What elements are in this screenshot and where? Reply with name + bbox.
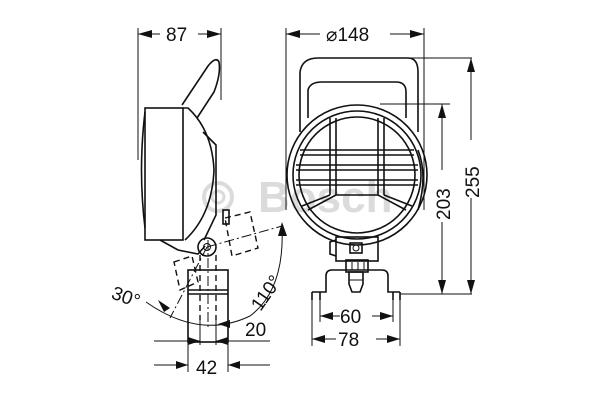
front-view: ⌀148 xyxy=(285,25,484,351)
dim-bracket-outer-label: 78 xyxy=(338,330,359,351)
dim-mount-width-label: 42 xyxy=(196,358,217,379)
tilt-forward-label: 110° xyxy=(247,272,286,315)
dim-bracket-inner-label: 60 xyxy=(340,307,361,328)
dim-slot-label: 20 xyxy=(245,320,266,341)
dim-diameter-label: ⌀148 xyxy=(326,25,369,46)
dim-depth-label: 87 xyxy=(166,25,187,46)
dim-lamp-height-label: 203 xyxy=(434,188,455,220)
dim-total-height-label: 255 xyxy=(463,166,484,198)
tilt-back-label: 30° xyxy=(109,283,143,313)
